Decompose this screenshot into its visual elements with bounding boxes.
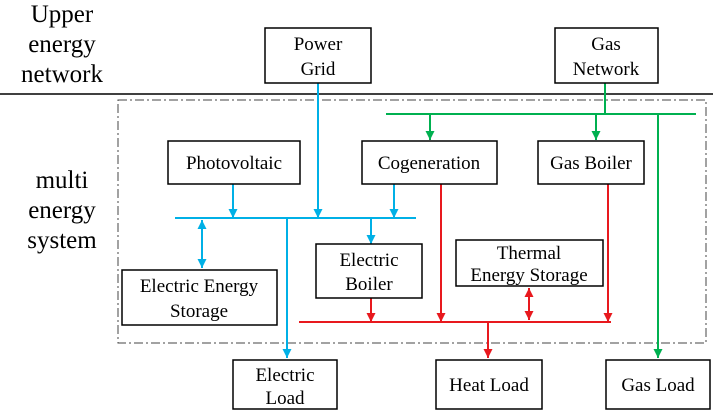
electric-load-label-2: Load	[265, 388, 305, 409]
gas-network-label-2: Network	[573, 59, 640, 80]
svg-text:Upper: Upper	[31, 1, 94, 28]
heat-load-label: Heat Load	[449, 375, 529, 396]
electric-flows	[175, 82, 416, 358]
svg-text:network: network	[21, 61, 103, 88]
heat-flows	[299, 184, 613, 358]
system-boundary	[117, 99, 707, 344]
power-grid-label-2: Grid	[301, 59, 336, 80]
svg-text:multi: multi	[36, 167, 89, 194]
gas-flows	[386, 82, 696, 358]
gas-boiler-label: Gas Boiler	[550, 153, 632, 174]
box-labels: Power Grid Gas Network Photovoltaic Coge…	[140, 34, 695, 409]
thermal-storage-box	[455, 239, 604, 287]
thermal-storage-label-2: Energy Storage	[470, 265, 587, 286]
svg-text:energy: energy	[28, 197, 96, 224]
thermal-storage-label: Thermal	[497, 243, 561, 264]
electric-boiler-box	[315, 243, 423, 299]
gas-load-box	[605, 359, 711, 410]
gas-network-box	[554, 27, 659, 84]
electric-load-box	[232, 359, 338, 410]
gas-network-label: Gas	[591, 34, 621, 55]
svg-text:system: system	[27, 227, 97, 254]
photovoltaic-label: Photovoltaic	[186, 153, 282, 174]
photovoltaic-box	[167, 140, 301, 185]
electric-load-label: Electric	[255, 365, 314, 386]
electric-boiler-label-2: Boiler	[345, 274, 393, 295]
electric-storage-box	[121, 269, 278, 326]
cogeneration-box	[361, 140, 498, 185]
electric-boiler-label: Electric	[339, 250, 398, 271]
heat-load-box	[435, 359, 543, 410]
power-grid-label: Power	[294, 34, 343, 55]
svg-text:energy: energy	[28, 31, 96, 58]
power-grid-box	[264, 27, 372, 84]
multi-energy-system-label: multi energy system	[27, 167, 97, 254]
electric-storage-label: Electric Energy	[140, 276, 259, 297]
upper-network-label: Upper energy network	[21, 1, 103, 88]
gas-boiler-box	[537, 140, 645, 185]
gas-load-label: Gas Load	[621, 375, 695, 396]
cogeneration-label: Cogeneration	[378, 153, 481, 174]
electric-storage-label-2: Storage	[170, 301, 228, 322]
